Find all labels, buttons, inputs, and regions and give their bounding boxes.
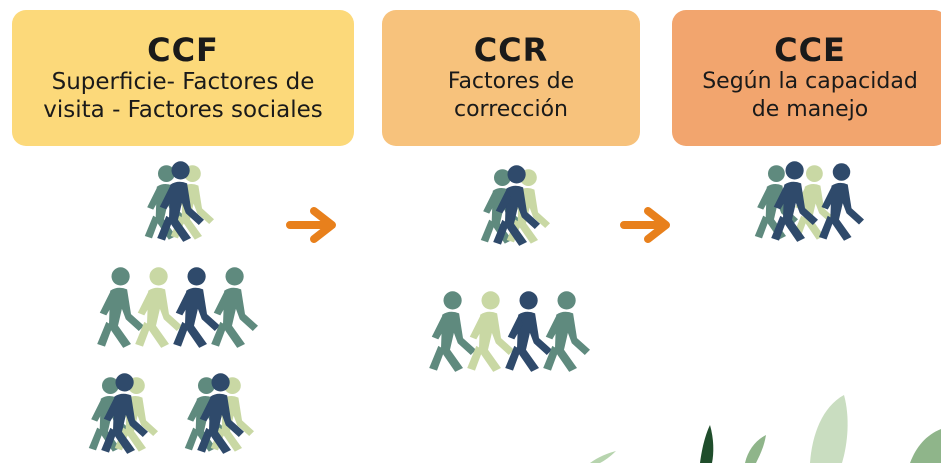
walkers-row-icon [97,267,258,348]
arrow-right-icon [286,207,336,243]
ccf-description-line1: Superficie- Factores de [51,69,315,95]
walking-group-icon [480,165,550,246]
arrow-right-icon [620,207,670,243]
ccf-description-line2: visita - Factores sociales [43,97,323,123]
ccr-description-line1: Factores de [447,69,575,94]
walkers-row-icon [429,291,590,372]
cce-description-line2: de manejo [751,97,869,122]
cce-card: CCE Según la capacidad de manejo [672,10,941,146]
leaves-decoration [590,395,941,463]
walking-group-icon [88,373,158,454]
ccr-description-line2: corrección [453,97,569,122]
ccf-title: CCF [147,31,219,69]
ccr-title: CCR [473,31,549,69]
ccr-card: CCR Factores de corrección [382,10,640,146]
cce-description-line1: Según la capacidad [702,69,918,94]
walking-group-icon [184,373,254,454]
cce-title: CCE [774,31,846,69]
ccf-card: CCF Superficie- Factores de visita - Fac… [12,10,354,146]
walking-group-icon [754,161,864,242]
walking-group-icon [144,161,214,242]
